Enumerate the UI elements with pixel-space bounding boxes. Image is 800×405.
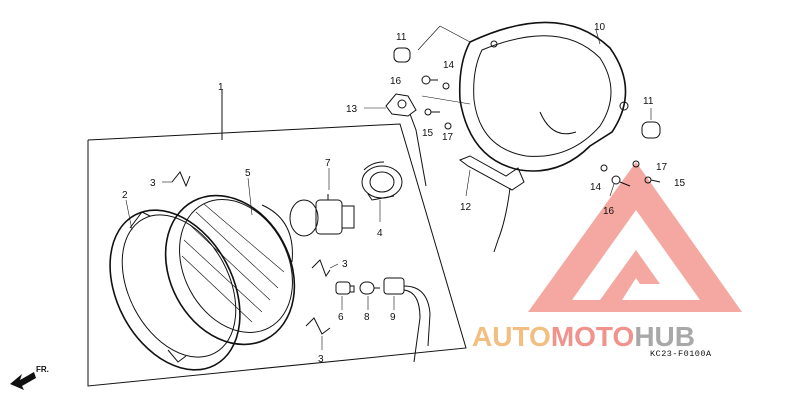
- watermark-part-hub: HUB: [634, 321, 695, 352]
- position-bulb-socket: [335, 281, 355, 295]
- callout-16a: 16: [390, 76, 402, 87]
- callout-3c: 3: [318, 354, 324, 365]
- callout-15b: 15: [674, 178, 686, 189]
- headlight-stay: [458, 155, 525, 253]
- callout-16b: 16: [603, 206, 615, 217]
- callout-12: 12: [460, 202, 472, 213]
- headlight-bulb: [289, 194, 355, 237]
- rubber-grommet: [393, 47, 661, 139]
- callout-11b: 11: [643, 96, 654, 107]
- socket-cord: [383, 277, 431, 363]
- front-direction-label: FR.: [36, 365, 49, 374]
- bulb-socket: [361, 161, 403, 201]
- callout-10: 10: [594, 22, 606, 33]
- assembly-bracket: [87, 90, 467, 387]
- callout-17a: 17: [442, 132, 454, 143]
- callout-14b: 14: [590, 182, 602, 193]
- callout-13: 13: [346, 104, 358, 115]
- diagram-code: KC23-F0100A: [650, 349, 712, 359]
- headlight-rim: [109, 209, 241, 371]
- callout-9: 9: [390, 312, 396, 323]
- callout-4: 4: [377, 228, 383, 239]
- bolt-hardware: [421, 75, 661, 187]
- callout-8: 8: [364, 312, 370, 323]
- callout-3a: 3: [150, 178, 156, 189]
- callout-14a: 14: [443, 60, 455, 71]
- leader-lines: [125, 25, 652, 350]
- adjuster-bracket: [385, 93, 427, 187]
- callout-15a: 15: [422, 128, 434, 139]
- spring-clip: [171, 171, 331, 335]
- callout-6: 6: [338, 312, 344, 323]
- callout-labels: 1 2 3 3 3 4 5 6 7 8 9 10 11 11 12 13 14 …: [122, 22, 686, 365]
- watermark-part-auto: AUTO: [472, 321, 551, 352]
- callout-7: 7: [325, 158, 331, 169]
- callout-2: 2: [122, 190, 128, 201]
- headlight-case: [458, 21, 629, 172]
- watermark-part-moto: MOTO: [551, 321, 634, 352]
- position-bulb: [359, 281, 380, 295]
- watermark-wordmark: AUTOMOTOHUB: [472, 321, 695, 352]
- front-direction-arrow: [10, 372, 36, 390]
- callout-11a: 11: [396, 32, 407, 43]
- headlight-lens-unit: [164, 194, 296, 346]
- callout-5: 5: [245, 168, 251, 179]
- callout-17b: 17: [656, 162, 668, 173]
- watermark-triangle-logo: [528, 162, 742, 312]
- callout-3b: 3: [342, 259, 348, 270]
- callout-1: 1: [218, 82, 224, 93]
- svg-text:AUTOMOTOHUB: AUTOMOTOHUB: [472, 321, 695, 352]
